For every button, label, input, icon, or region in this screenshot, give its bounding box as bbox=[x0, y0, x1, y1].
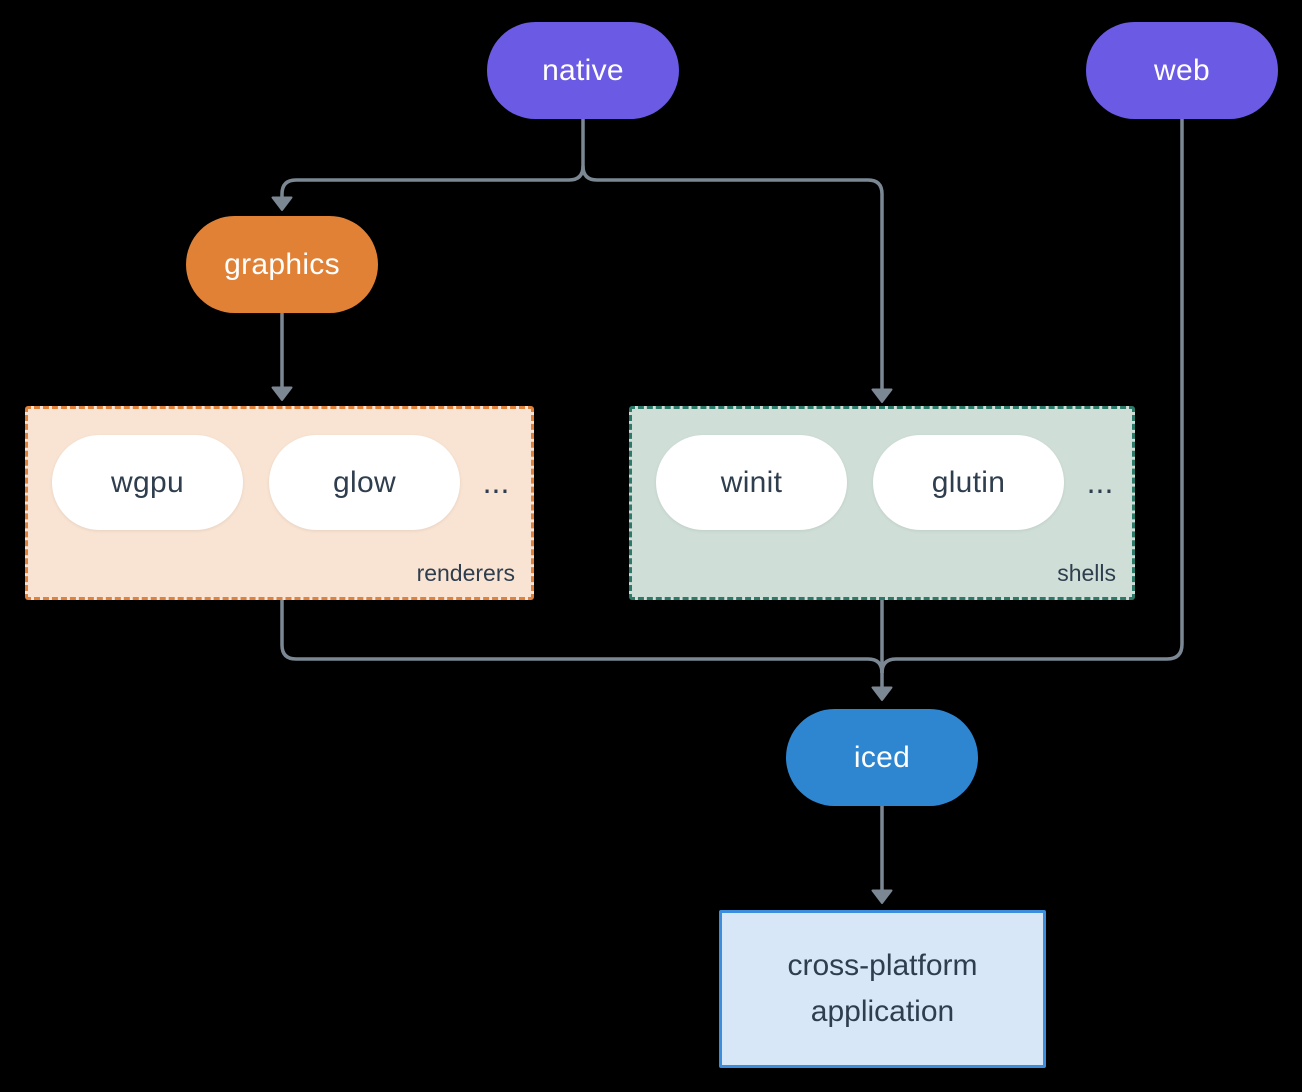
group-shells: winit glutin ... shells bbox=[629, 406, 1135, 600]
node-graphics: graphics bbox=[186, 216, 378, 313]
group-renderers: wgpu glow ... renderers bbox=[25, 406, 534, 600]
edge-renderers-to-iced bbox=[280, 600, 884, 674]
node-wgpu-label: wgpu bbox=[111, 465, 184, 499]
renderers-ellipsis: ... bbox=[482, 464, 510, 500]
edge-native-to-graphics bbox=[280, 119, 585, 198]
node-glutin: glutin bbox=[873, 435, 1064, 530]
application-label: cross-platform application bbox=[787, 949, 978, 1028]
arrowhead-icon bbox=[271, 196, 293, 211]
node-wgpu: wgpu bbox=[52, 435, 243, 530]
node-web-label: web bbox=[1154, 53, 1210, 87]
arrowhead-icon bbox=[871, 388, 893, 403]
node-glow: glow bbox=[269, 435, 460, 530]
node-native-label: native bbox=[542, 53, 624, 87]
shells-group-label: shells bbox=[1057, 560, 1116, 586]
arrowhead-icon bbox=[871, 686, 893, 701]
arrowhead-icon bbox=[271, 386, 293, 401]
node-winit-label: winit bbox=[720, 465, 783, 499]
node-glow-label: glow bbox=[333, 465, 396, 499]
node-winit: winit bbox=[656, 435, 847, 530]
renderers-group-label: renderers bbox=[416, 560, 515, 586]
node-cross-platform-application: cross-platform application bbox=[719, 910, 1046, 1068]
shells-ellipsis: ... bbox=[1086, 464, 1114, 500]
node-native: native bbox=[487, 22, 679, 119]
node-iced-label: iced bbox=[853, 740, 911, 774]
node-iced: iced bbox=[786, 709, 978, 806]
node-web: web bbox=[1086, 22, 1278, 119]
node-glutin-label: glutin bbox=[931, 465, 1006, 499]
edge-native-to-shells bbox=[581, 165, 884, 390]
arrowhead-icon bbox=[871, 889, 893, 904]
node-graphics-label: graphics bbox=[224, 247, 340, 281]
